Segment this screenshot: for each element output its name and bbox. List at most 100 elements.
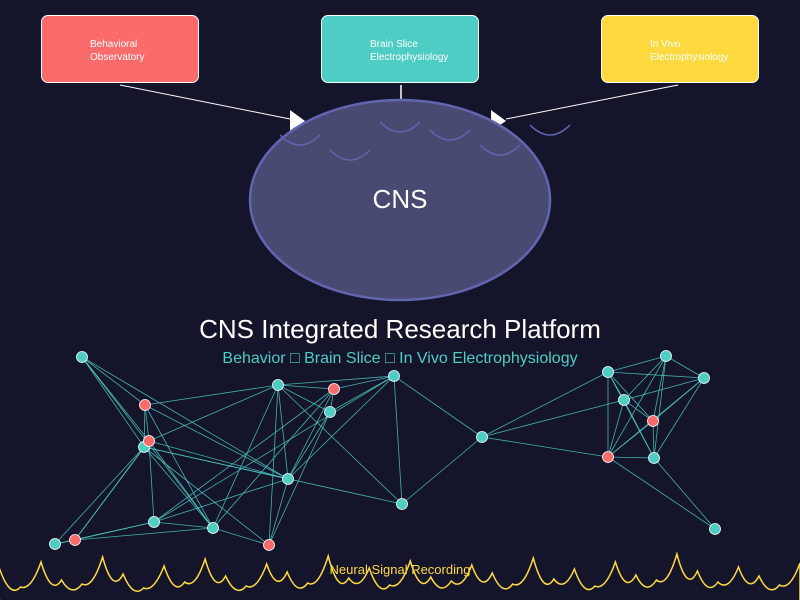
signal-recording-label: Neural Signal Recording bbox=[329, 562, 471, 577]
network-edge bbox=[652, 355, 667, 422]
network-edge bbox=[653, 355, 667, 459]
network-nodes bbox=[49, 350, 721, 551]
network-edges bbox=[54, 355, 716, 546]
network-edge bbox=[81, 356, 145, 448]
network-edge bbox=[148, 440, 214, 529]
network-edge bbox=[607, 355, 667, 458]
network-node-red bbox=[263, 539, 275, 551]
cns-fold bbox=[429, 129, 471, 141]
network-edge bbox=[277, 384, 403, 505]
network-edge bbox=[153, 375, 395, 523]
cns-fold bbox=[379, 121, 421, 133]
network-edge bbox=[143, 446, 214, 529]
brain-slice-electrophysiology-box: Brain Slice Electrophysiology bbox=[321, 15, 479, 83]
arrow-behavior-line bbox=[119, 84, 291, 120]
network-edge bbox=[212, 527, 270, 546]
network-node-red bbox=[602, 451, 614, 463]
cns-fold bbox=[479, 144, 521, 156]
network-node-red bbox=[328, 383, 340, 395]
cns-fold bbox=[529, 124, 571, 136]
cns-label: CNS bbox=[372, 184, 428, 214]
network-node-teal bbox=[698, 372, 710, 384]
network-node-red bbox=[647, 415, 659, 427]
network-edge bbox=[401, 436, 483, 505]
network-node-teal bbox=[396, 498, 408, 510]
neural-signal-trace bbox=[0, 551, 800, 600]
network-edge bbox=[144, 404, 289, 480]
network-edge bbox=[653, 377, 705, 459]
network-edge bbox=[481, 436, 609, 458]
network-node-teal bbox=[148, 516, 160, 528]
in-vivo-electrophysiology-box: In Vivo Electrophysiology bbox=[601, 15, 759, 83]
network-edge bbox=[143, 446, 270, 546]
network-edge bbox=[481, 399, 625, 438]
network-edge bbox=[148, 440, 155, 523]
network-edge bbox=[144, 404, 214, 529]
network-edge bbox=[148, 440, 289, 480]
network-node-teal bbox=[660, 350, 672, 362]
network-edge bbox=[268, 478, 289, 546]
network-edge bbox=[277, 384, 289, 480]
network-node-teal bbox=[618, 394, 630, 406]
network-edge bbox=[277, 375, 395, 386]
network-edge bbox=[393, 375, 403, 505]
network-node-teal bbox=[709, 523, 721, 535]
neural-network bbox=[49, 350, 721, 551]
network-edge bbox=[607, 420, 654, 458]
network-node-red bbox=[139, 399, 151, 411]
network-node-teal bbox=[282, 473, 294, 485]
network-node-red bbox=[69, 534, 81, 546]
network-edge bbox=[481, 371, 609, 438]
network-edge bbox=[148, 384, 279, 442]
cns-fold bbox=[279, 134, 321, 146]
network-edge bbox=[652, 420, 655, 459]
network-edge bbox=[287, 411, 331, 480]
network-node-teal bbox=[207, 522, 219, 534]
network-node-teal bbox=[324, 406, 336, 418]
network-edge bbox=[153, 478, 289, 523]
network-edge bbox=[212, 388, 335, 529]
network-edge bbox=[607, 371, 705, 379]
network-edge bbox=[268, 411, 331, 546]
network-node-teal bbox=[602, 366, 614, 378]
network-edge bbox=[74, 527, 214, 541]
network-edge bbox=[623, 399, 655, 459]
cns-brain bbox=[248, 98, 571, 302]
network-edge bbox=[623, 399, 654, 422]
network-edge bbox=[74, 440, 150, 541]
network-edge bbox=[287, 388, 335, 480]
network-edge bbox=[287, 375, 395, 480]
network-edge bbox=[54, 446, 145, 545]
network-edge bbox=[607, 399, 625, 458]
network-edge bbox=[81, 356, 146, 406]
network-edge bbox=[607, 371, 654, 422]
network-edge bbox=[144, 384, 279, 406]
network-edge bbox=[653, 457, 716, 530]
network-edge bbox=[81, 356, 289, 480]
network-edge bbox=[329, 375, 395, 413]
network-node-teal bbox=[76, 351, 88, 363]
cns-fold bbox=[329, 149, 371, 161]
network-edge bbox=[665, 355, 705, 379]
network-node-teal bbox=[272, 379, 284, 391]
page-subtitle: Behavior □ Brain Slice □ In Vivo Electro… bbox=[222, 350, 578, 367]
network-edge bbox=[212, 384, 279, 529]
network-edge bbox=[623, 377, 705, 401]
network-edge bbox=[153, 521, 214, 529]
network-edge bbox=[393, 375, 483, 438]
network-edge bbox=[333, 375, 395, 390]
network-edge bbox=[607, 456, 716, 530]
network-edge bbox=[153, 388, 335, 523]
network-node-teal bbox=[388, 370, 400, 382]
cns-folds bbox=[279, 121, 571, 161]
network-node-teal bbox=[476, 431, 488, 443]
behavioral-observatory-box: Behavioral Observatory bbox=[41, 15, 199, 83]
network-node-red bbox=[143, 435, 155, 447]
network-edge bbox=[277, 384, 335, 390]
network-node-teal bbox=[49, 538, 61, 550]
network-edge bbox=[623, 355, 667, 401]
network-edge bbox=[607, 355, 667, 373]
network-edge bbox=[144, 404, 150, 442]
network-node-teal bbox=[648, 452, 660, 464]
